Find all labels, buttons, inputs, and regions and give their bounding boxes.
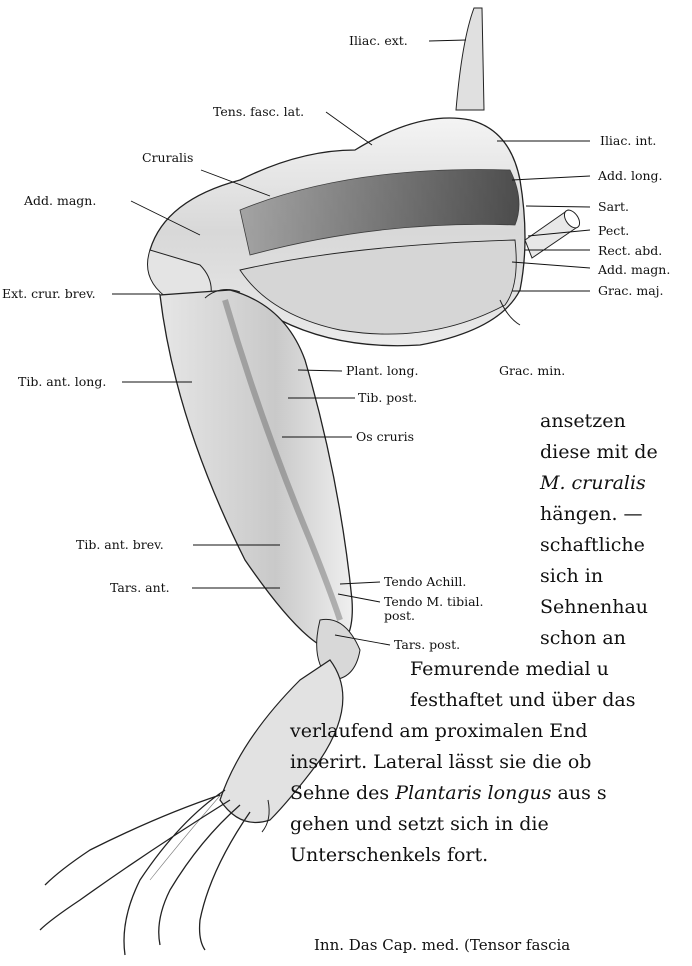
label-grac-min: Grac. min. — [499, 365, 565, 378]
text-line-12: inserirt. Lateral lässt sie die ob — [290, 753, 591, 772]
label-rect-abd: Rect. abd. — [598, 245, 662, 258]
text-line-13: Sehne des Plantaris longus aus s — [290, 784, 607, 803]
text-line-11: verlaufend am proximalen End — [290, 722, 588, 741]
shank-muscle-mass — [160, 290, 352, 650]
label-tendo-m-tibial: Tendo M. tibial. — [384, 596, 484, 609]
text-line-13a: Sehne des — [290, 782, 395, 804]
label-add-long: Add. long. — [598, 170, 663, 183]
text-line-6: sich in — [540, 567, 603, 586]
caption-line: Inn. Das Cap. med. (Tensor fascia — [314, 936, 570, 954]
label-tens-fasc-lat: Tens. fasc. lat. — [213, 106, 304, 119]
label-tib-ant-brev: Tib. ant. brev. — [76, 539, 164, 552]
label-os-cruris: Os cruris — [356, 431, 414, 444]
label-tendo-achill: Tendo Achill. — [384, 576, 466, 589]
text-line-7: Sehnenhau — [540, 598, 648, 617]
text-line-15: Unterschenkels fort. — [290, 846, 488, 865]
text-line-13c: aus s — [551, 782, 606, 804]
text-line-8: schon an — [540, 629, 626, 648]
label-cruralis: Cruralis — [142, 152, 193, 165]
label-pect: Pect. — [598, 225, 629, 238]
text-line-10: festhaftet und über das — [410, 691, 636, 710]
text-line-9: Femurende medial u — [410, 660, 609, 679]
text-line-4: hängen. — — [540, 505, 643, 524]
label-grac-maj: Grac. maj. — [598, 285, 664, 298]
label-sart: Sart. — [598, 201, 629, 214]
label-tib-ant-long: Tib. ant. long. — [18, 376, 106, 389]
label-tars-ant: Tars. ant. — [110, 582, 170, 595]
label-iliac-ext: Iliac. ext. — [349, 35, 408, 48]
label-tendo-post: post. — [384, 610, 415, 623]
label-plant-long: Plant. long. — [346, 365, 418, 378]
iliac-ext-muscle — [456, 8, 484, 110]
text-line-5: schaftliche — [540, 536, 645, 555]
label-ext-crur-brev: Ext. crur. brev. — [2, 288, 96, 301]
label-tib-post: Tib. post. — [358, 392, 417, 405]
text-line-2: diese mit de — [540, 443, 658, 462]
text-line-14: gehen und setzt sich in die — [290, 815, 549, 834]
text-line-1: ansetzen — [540, 412, 626, 431]
label-iliac-int: Iliac. int. — [600, 135, 656, 148]
text-line-13b: Plantaris longus — [395, 782, 551, 804]
toes — [40, 790, 250, 955]
label-tars-post: Tars. post. — [394, 639, 460, 652]
text-line-3: M. cruralis — [540, 474, 646, 493]
label-add-magn-left: Add. magn. — [24, 195, 96, 208]
label-add-magn-right: Add. magn. — [598, 264, 670, 277]
